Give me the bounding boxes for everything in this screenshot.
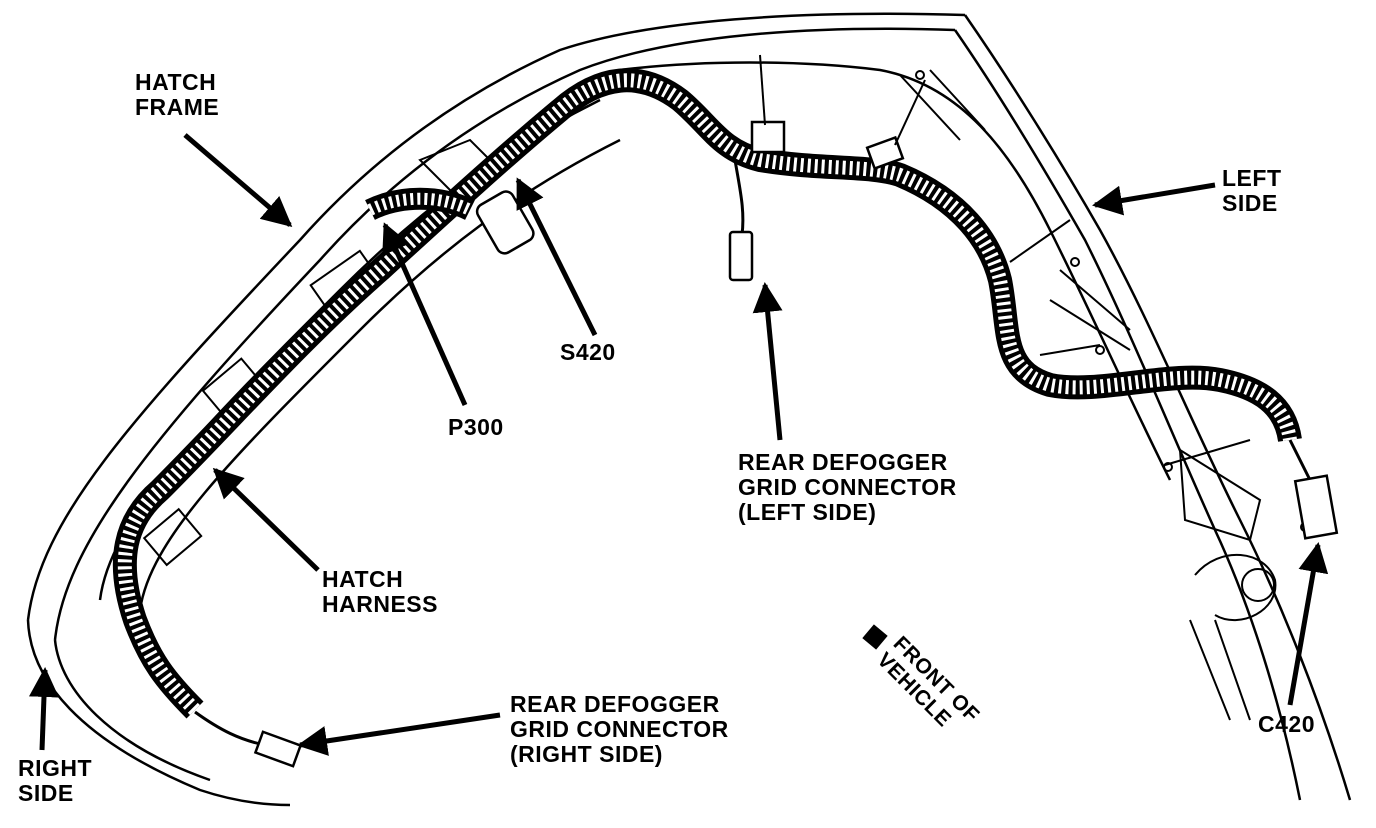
label-hatch-harness: HATCH HARNESS (322, 567, 438, 617)
arrow-left-side (1092, 182, 1216, 216)
label-left-side-line-1: LEFT (1222, 165, 1282, 191)
c420-connector-body (1293, 474, 1339, 540)
label-rear-defogger-left: REAR DEFOGGER GRID CONNECTOR (LEFT SIDE) (738, 450, 957, 525)
left-defogger-connector-body (728, 230, 754, 282)
clip-body-2 (865, 135, 905, 171)
hatch-harness-loom (112, 68, 1302, 719)
arrow-s420 (515, 177, 598, 337)
arrow-right-defogger (297, 712, 501, 756)
label-rear-defogger-left-line-2: GRID CONNECTOR (738, 474, 957, 500)
label-rear-defogger-right-line-2: GRID CONNECTOR (510, 716, 729, 742)
label-right-side: RIGHT SIDE (18, 756, 92, 806)
arrow-hatch-frame (183, 133, 293, 227)
label-hatch-frame-line-2: FRAME (135, 94, 220, 120)
label-rear-defogger-right: REAR DEFOGGER GRID CONNECTOR (RIGHT SIDE… (510, 692, 729, 767)
label-hatch-frame-line-1: HATCH (135, 69, 217, 95)
arrow-left-defogger (752, 282, 783, 441)
arrow-right-side (28, 667, 59, 751)
label-rear-defogger-left-line-1: REAR DEFOGGER (738, 449, 948, 475)
right-defogger-connector-body (253, 730, 303, 768)
arrow-hatch-harness (212, 467, 320, 572)
label-left-side: LEFT SIDE (1222, 166, 1282, 216)
label-right-side-line-1: RIGHT (18, 755, 93, 781)
front-of-vehicle-marker (862, 624, 888, 650)
label-c420: C420 (1258, 711, 1315, 737)
arrow-c420 (1287, 542, 1329, 706)
leader-arrows (28, 133, 1329, 756)
arrow-p300 (382, 222, 468, 407)
label-p300: P300 (448, 414, 504, 440)
label-s420: S420 (560, 339, 616, 365)
label-hatch-frame: HATCH FRAME (135, 70, 219, 120)
label-hatch-harness-line-1: HATCH (322, 566, 404, 592)
clip-body-1 (750, 120, 786, 154)
label-rear-defogger-left-line-3: (LEFT SIDE) (738, 499, 877, 525)
label-rear-defogger-right-line-3: (RIGHT SIDE) (510, 741, 663, 767)
label-hatch-harness-line-2: HARNESS (322, 591, 438, 617)
label-left-side-line-2: SIDE (1222, 190, 1278, 216)
label-rear-defogger-right-line-1: REAR DEFOGGER (510, 691, 720, 717)
hatch-panel-details (142, 69, 1310, 721)
label-right-side-line-2: SIDE (18, 780, 74, 806)
